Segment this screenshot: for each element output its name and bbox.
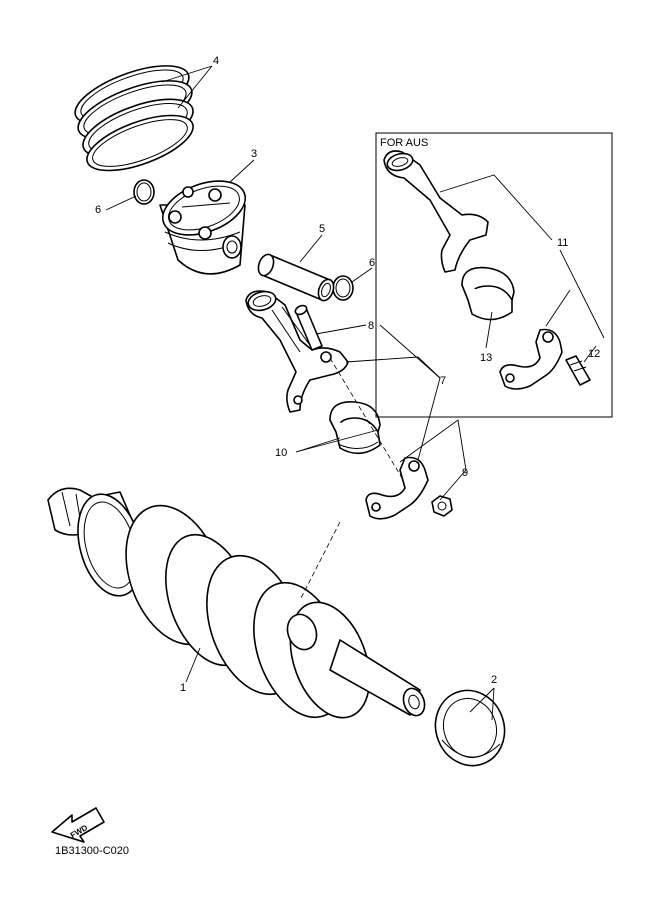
callout-2: 2 [491,674,497,686]
piston-rings [74,65,194,172]
piston [159,180,247,275]
callout-8: 8 [368,320,374,332]
main-bearing [434,689,506,767]
piston-pin [257,253,335,302]
callout-9: 9 [462,467,468,479]
rod-bolt [294,304,323,351]
bearing-upper [329,401,381,455]
callout-6-upper: 6 [95,204,101,216]
rod-nut [431,495,453,517]
callout-4: 4 [213,55,219,67]
callout-12: 12 [588,348,600,360]
callout-11: 11 [557,237,568,249]
inset-label: FOR AUS [380,137,428,149]
leader-lines [105,65,605,721]
crankshaft [47,487,426,719]
fwd-arrow-icon: FWD [51,807,105,843]
circlip-lower [332,275,354,301]
callout-5: 5 [319,223,325,235]
callout-10: 10 [275,447,287,459]
callout-13: 13 [480,352,492,364]
connecting-rod [245,290,349,413]
callout-1: 1 [180,682,186,694]
callout-6-lower: 6 [369,257,375,269]
callout-7: 7 [440,375,446,387]
callout-3: 3 [251,148,257,160]
inset-for-aus [375,132,613,418]
circlip-upper [133,179,155,205]
drawing-code: 1B31300-C020 [55,845,129,857]
rod-cap [365,456,429,520]
